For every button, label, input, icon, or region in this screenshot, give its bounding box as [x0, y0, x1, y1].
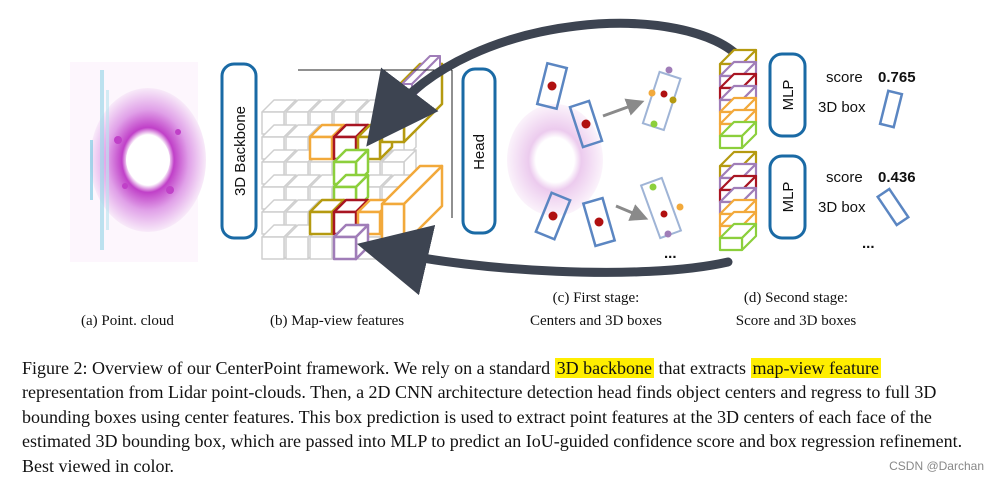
caption-text-3: representation from Lidar point-clouds. … — [22, 382, 963, 476]
stage1-box-4 — [581, 196, 617, 248]
grid-feature-0-front — [308, 135, 334, 161]
stack-top-cube-6-front — [718, 134, 744, 150]
stage1-center-4 — [594, 217, 604, 227]
face-pt-2 — [660, 90, 668, 98]
subcaption-d-line2: Score and 3D boxes — [736, 313, 857, 329]
feature-stack-bottom — [718, 150, 758, 252]
caption-highlight-map-view: map-view feature — [750, 358, 881, 378]
face-pt-5 — [650, 120, 658, 128]
face-pt-9 — [664, 230, 672, 238]
refine-arrow-bottom — [615, 204, 649, 221]
mlp-module-bottom: MLP — [768, 154, 807, 240]
face-pt-3 — [669, 96, 677, 104]
stage1-refined-box-2 — [639, 176, 683, 240]
figure-caption: Figure 2: Overview of our CenterPoint fr… — [22, 356, 984, 478]
head-label: Head — [471, 134, 488, 170]
output-top: score 0.765 3D box — [818, 69, 916, 129]
centerpoint-diagram: 3D Backbone Head ... MLP MLP score 0.765… — [70, 18, 916, 329]
head-module: Head — [461, 67, 497, 235]
score-value-top: 0.765 — [878, 69, 916, 86]
watermark: CSDN @Darchan — [889, 459, 984, 473]
caption-text-2: that extracts — [654, 358, 751, 378]
face-pt-6 — [649, 183, 657, 191]
subcaption-d-line1: (d) Second stage: — [744, 290, 848, 306]
refine-arrow-top — [602, 98, 645, 118]
subcaption-b: (b) Map-view features — [270, 313, 404, 329]
first-stage-panel: ... — [507, 61, 684, 262]
stage1-center-2 — [581, 119, 591, 129]
stage1-box-2 — [568, 99, 604, 149]
grid-cell-5-1-front — [285, 236, 309, 260]
backbone-module: 3D Backbone — [220, 62, 258, 240]
backbone-label: 3D Backbone — [232, 106, 249, 196]
caption-highlight-backbone: 3D backbone — [554, 358, 655, 378]
stage1-center-3 — [548, 211, 558, 221]
mlp-bottom-label: MLP — [780, 182, 797, 213]
face-pt-1 — [648, 89, 656, 97]
grid-bar-bottom-front — [380, 202, 406, 246]
stack-top-cube-6 — [718, 120, 758, 150]
stack-bottom-cube-6-front — [718, 236, 744, 252]
grid-cell-5-2-front — [309, 236, 333, 260]
first-stage-ellipsis: ... — [664, 245, 677, 262]
caption-text-1: Figure 2: Overview of our CenterPoint fr… — [22, 358, 555, 378]
stack-bottom-cube-6 — [718, 222, 758, 252]
stage1-center-1 — [547, 81, 557, 91]
output-box-top — [878, 89, 904, 129]
stage1-box-3 — [534, 191, 572, 241]
output-ellipsis: ... — [862, 235, 875, 252]
mlp-top-label: MLP — [780, 80, 797, 111]
output-box-bottom — [875, 187, 911, 227]
score-value-bottom: 0.436 — [878, 169, 916, 186]
grid-feature-5-front — [308, 210, 334, 236]
point-cloud-image — [70, 62, 206, 262]
feature-stack-top — [718, 48, 758, 150]
face-pt-4 — [665, 66, 673, 74]
score-label-bottom: score — [826, 169, 863, 186]
score-label-top: score — [826, 69, 863, 86]
face-pt-8 — [660, 210, 668, 218]
subcaption-a: (a) Point. cloud — [81, 313, 174, 329]
grid-bar-bottom — [380, 164, 444, 246]
grid-feature-8-front — [332, 235, 358, 261]
feedback-arrow-top — [366, 18, 747, 147]
output-bottom: score 0.436 3D box ... — [818, 169, 916, 252]
face-pt-7 — [676, 203, 684, 211]
subcaption-c-line2: Centers and 3D boxes — [530, 313, 662, 329]
stage1-box-1 — [535, 61, 569, 111]
feedback-arrow-bottom — [356, 225, 733, 296]
mlp-module-top: MLP — [768, 52, 807, 138]
box-label-bottom: 3D box — [818, 199, 866, 216]
subcaption-c-line1: (c) First stage: — [553, 290, 640, 306]
box-label-top: 3D box — [818, 99, 866, 116]
grid-cell-5-0-front — [261, 236, 285, 260]
